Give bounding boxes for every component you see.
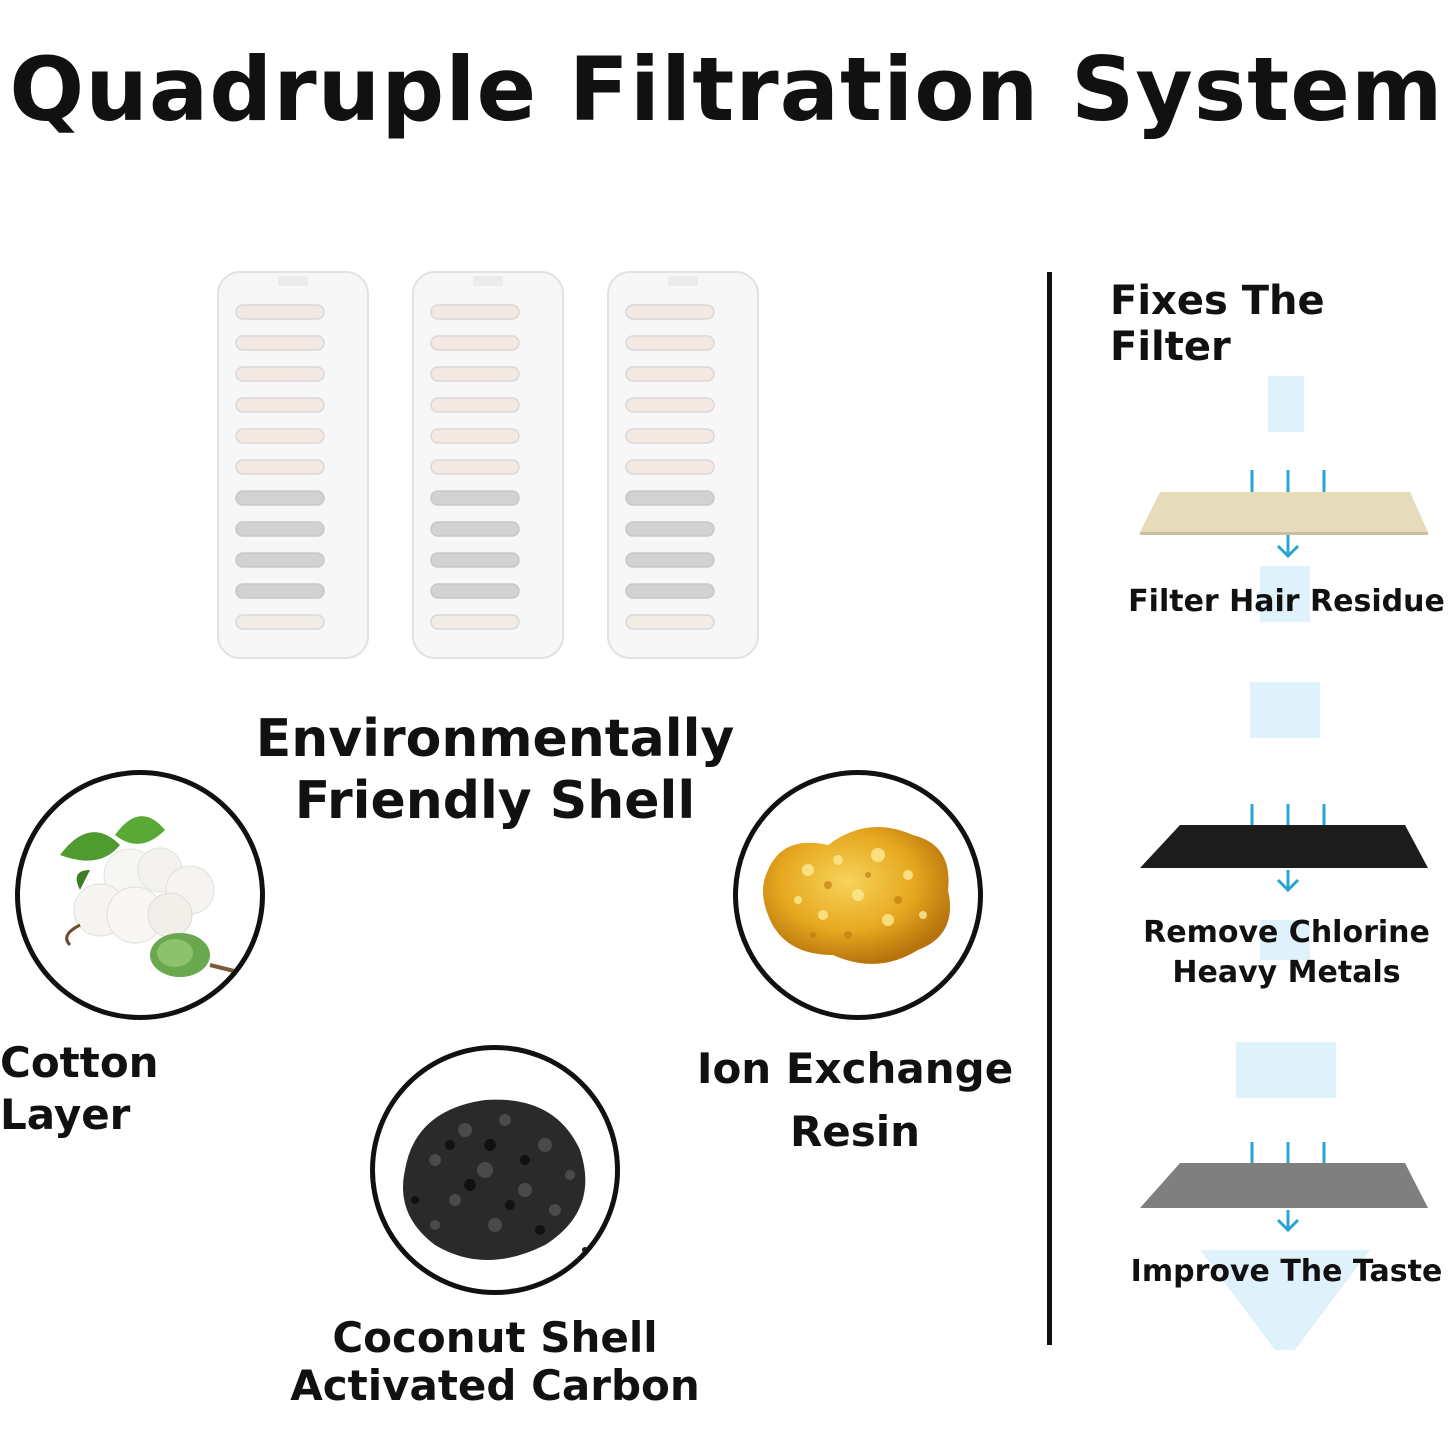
filter-layer-black bbox=[1140, 825, 1428, 868]
step-label-hair: Filter Hair Residue bbox=[1128, 584, 1445, 619]
resin-image bbox=[733, 770, 983, 1020]
flow-title: Fixes The Filter bbox=[1110, 278, 1325, 370]
water-outflow-icon bbox=[1200, 1250, 1370, 1350]
water-block bbox=[1250, 682, 1320, 738]
vertical-divider bbox=[1047, 272, 1052, 1345]
water-block bbox=[1260, 920, 1310, 960]
resin-label: Ion Exchange Resin bbox=[680, 1037, 1030, 1163]
step-label-chlorine: Remove Chlorine Heavy Metals bbox=[1120, 913, 1453, 993]
carbon-granules-icon bbox=[397, 1099, 588, 1260]
cotton-image bbox=[15, 770, 265, 1020]
water-block bbox=[1236, 1042, 1336, 1098]
filter-layer-gray bbox=[1140, 1163, 1428, 1208]
filter-cartridge bbox=[217, 271, 369, 659]
filtration-flow-diagram bbox=[1140, 376, 1428, 1350]
resin-icon bbox=[763, 827, 950, 964]
step-label-chlorine-line2: Heavy Metals bbox=[1172, 955, 1401, 990]
filter-cartridges-image bbox=[217, 271, 759, 659]
shell-label-line1: Environmentally bbox=[255, 709, 735, 769]
cotton-icon bbox=[60, 816, 251, 977]
shell-label: Environmentally Friendly Shell bbox=[200, 708, 790, 832]
filter-cartridge bbox=[607, 271, 759, 659]
arrow-down-icon bbox=[1276, 535, 1300, 559]
carbon-label-line1: Coconut Shell bbox=[332, 1313, 658, 1362]
water-block bbox=[1268, 376, 1304, 432]
cotton-label: Cotton Layer bbox=[0, 1038, 159, 1139]
page-title: Quadruple Filtration System bbox=[9, 38, 1444, 141]
carbon-label-line2: Activated Carbon bbox=[290, 1361, 700, 1410]
step-label-taste: Improve The Taste bbox=[1130, 1254, 1443, 1289]
arrow-down-icon bbox=[1276, 870, 1300, 893]
filter-cartridge bbox=[412, 271, 564, 659]
step-label-chlorine-line1: Remove Chlorine bbox=[1143, 915, 1430, 950]
resin-label-line1: Ion Exchange bbox=[696, 1044, 1014, 1093]
resin-label-line2: Resin bbox=[789, 1107, 921, 1156]
water-block bbox=[1260, 566, 1310, 622]
shell-label-line2: Friendly Shell bbox=[294, 771, 696, 831]
carbon-label: Coconut Shell Activated Carbon bbox=[270, 1314, 720, 1410]
carbon-image bbox=[370, 1045, 620, 1295]
filter-layer-beige bbox=[1140, 492, 1428, 532]
arrow-down-icon bbox=[1276, 1210, 1300, 1233]
